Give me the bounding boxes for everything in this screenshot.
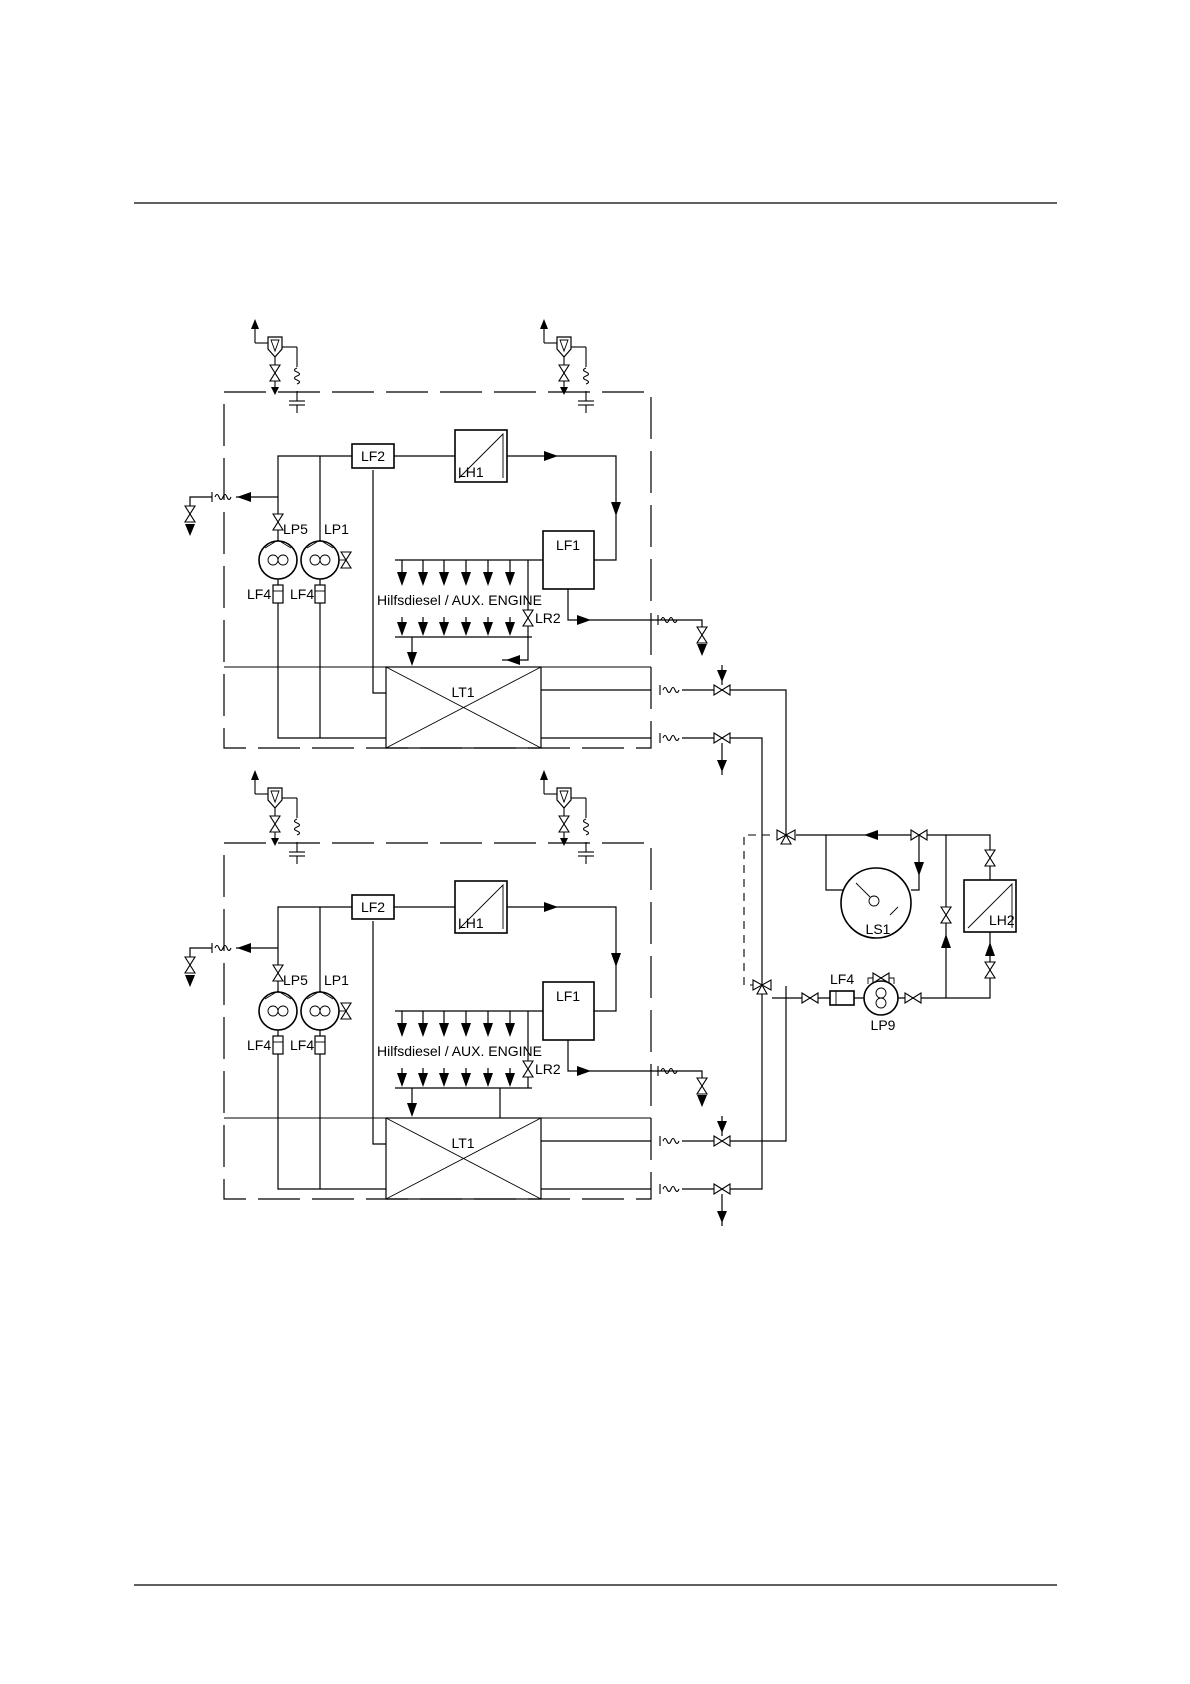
pump-lp9-label: LP9: [871, 1017, 896, 1033]
filter-lf2-label: LF2: [361, 899, 385, 915]
filter-lf4-external: LF4: [830, 971, 854, 1005]
heater-lh1-label: LH1: [458, 464, 484, 480]
pump-lp9: LP9: [864, 981, 898, 1033]
tank-label: LT1: [451, 1135, 474, 1151]
separator-label: LS1: [866, 921, 891, 937]
filter-lf4-left-label: LF4: [247, 586, 271, 602]
pump-lp1: LP1: [301, 521, 351, 579]
filter-lf2-label: LF2: [361, 448, 385, 464]
pump-lp5: LP5: [259, 972, 308, 1030]
pump-lp1: LP1: [301, 972, 351, 1030]
separator-ls1: LS1: [841, 868, 911, 938]
external-system: LS1 LH2 LF4 LP9: [744, 830, 1016, 1033]
filter-lf4-right-label: LF4: [290, 1037, 314, 1053]
heater-lh1: LH1: [455, 881, 507, 933]
filter-lf4-left-label: LF4: [247, 1037, 271, 1053]
heater-lh2-label: LH2: [989, 912, 1015, 928]
pump-lp5: LP5: [259, 521, 308, 579]
pump-lp1-label: LP1: [324, 521, 349, 537]
filter-lf4-external-label: LF4: [830, 971, 854, 987]
filter-lf1-label: LF1: [556, 537, 580, 553]
vent-right: [540, 770, 594, 864]
tank-label: LT1: [451, 684, 474, 700]
filter-lf4-right-label: LF4: [290, 586, 314, 602]
heater-lh1-label: LH1: [458, 915, 484, 931]
regulator-label: LR2: [535, 610, 561, 626]
pump-lp5-label: LP5: [283, 521, 308, 537]
vent-left: [251, 319, 305, 413]
pump-lp1-label: LP1: [324, 972, 349, 988]
tank-lt1: LT1: [386, 1118, 541, 1199]
vent-right: [540, 319, 594, 413]
unit-2: LT1 LF2 LH1 LF1 Hilfsdiesel / AUX: [185, 770, 786, 1226]
regulator-label: LR2: [535, 1061, 561, 1077]
heater-lh2: LH2: [964, 880, 1016, 932]
filter-lf1-label: LF1: [556, 988, 580, 1004]
pump-lp5-label: LP5: [283, 972, 308, 988]
consumer-label: Hilfsdiesel / AUX. ENGINE: [377, 1043, 542, 1059]
heater-lh1: LH1: [455, 430, 507, 482]
tank-lt1: LT1: [386, 667, 541, 748]
vent-left: [251, 770, 305, 864]
consumer-label: Hilfsdiesel / AUX. ENGINE: [377, 592, 542, 608]
